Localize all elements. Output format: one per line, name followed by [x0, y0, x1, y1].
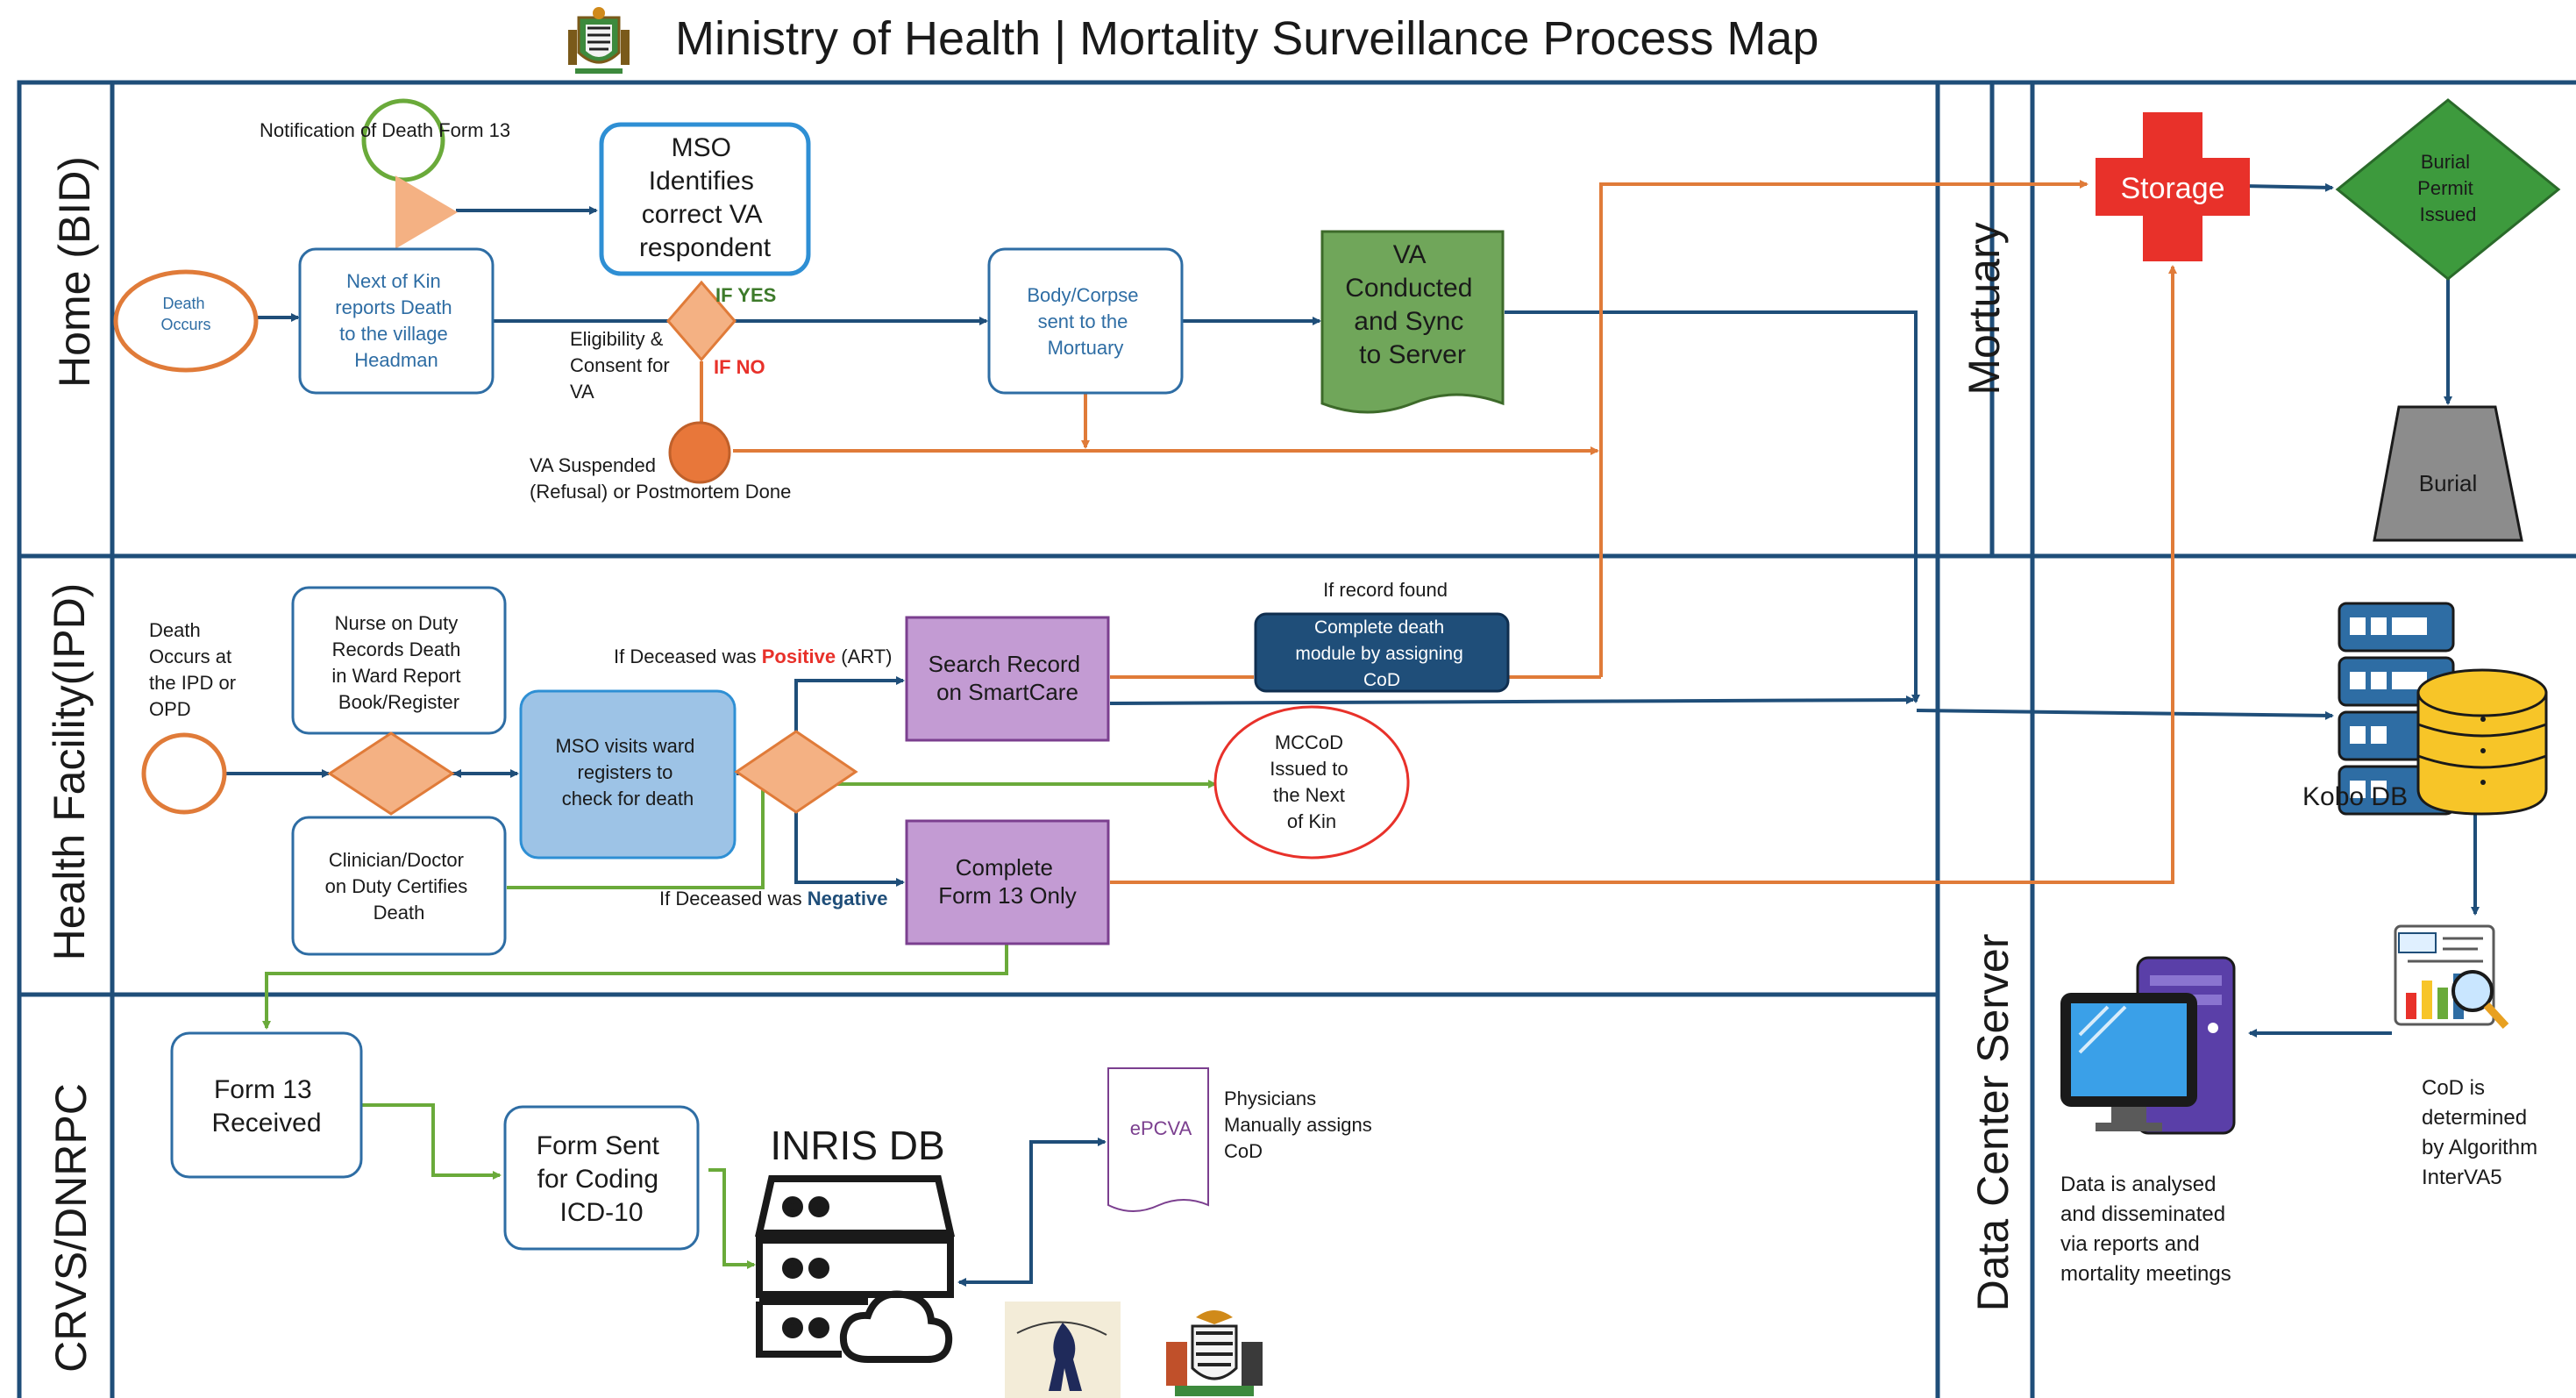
burial-label: Burial [2419, 470, 2477, 496]
nurse-box [291, 586, 507, 735]
mso-identifies-box [599, 122, 811, 276]
lane-label-home: Home (BID) [50, 156, 99, 388]
va-conducted-document [1320, 230, 1505, 414]
inris-db-label: INRIS DB [770, 1123, 944, 1168]
burial-permit-label: Burial Permit Issued [2417, 151, 2479, 225]
if-positive-label: If Deceased was Positive (ART) [614, 646, 893, 667]
va-suspended-label: VA Suspended (Refusal) or Postmortem Don… [530, 454, 791, 503]
inris-db-server-icon [754, 1175, 956, 1363]
lane-label-data-center: Data Center Server [1968, 934, 2017, 1312]
if-no-label: IF NO [714, 356, 765, 378]
if-negative-label: If Deceased was Negative [659, 888, 887, 909]
form-sent-label: Form Sent for Coding ICD-10 [537, 1131, 666, 1227]
burial-trapezoid [2373, 405, 2523, 542]
mso-visits-label: MSO visits ward registers to check for d… [555, 735, 700, 810]
body-sent-label: Body/Corpse sent to the Mortuary [1027, 284, 1143, 359]
computer-monitor-icon [2060, 956, 2236, 1135]
analytics-report-icon [2394, 924, 2509, 1030]
search-record-box [905, 616, 1110, 742]
clinician-label: Clinician/Doctor on Duty Certifies Death [325, 849, 473, 924]
form13-received-label: Form 13 Received [211, 1075, 321, 1138]
complete-module-label: Complete death module by assigning CoD [1295, 617, 1468, 690]
health-equity-logo [1005, 1302, 1121, 1398]
lane-label-crvs: CRVS/DNRPC [46, 1083, 96, 1373]
storage-label: Storage [2120, 172, 2224, 205]
facility-decision-diamond-1 [327, 731, 455, 816]
death-occurs-home-label: Death Occurs [160, 295, 210, 333]
physicians-label: Physicians Manually assigns CoD [1224, 1088, 1377, 1162]
facility-death-occurs-label: Death Occurs at the IPD or OPD [149, 619, 241, 720]
if-yes-label: IF YES [715, 284, 776, 306]
storage-red-cross [2096, 112, 2250, 261]
mso-visits-box [519, 689, 737, 859]
kobo-db-server-icon [2338, 602, 2548, 816]
va-conducted-label: VA Conducted and Sync to Server [1345, 240, 1479, 369]
mccod-label: MCCoD Issued to the Next of Kin [1270, 731, 1353, 832]
kobo-db-label: Kobo DB [2302, 782, 2408, 811]
facility-death-occurs-oval [141, 732, 227, 815]
death-occurs-home-oval [113, 269, 259, 373]
eligibility-label: Eligibility & Consent for VA [570, 328, 675, 403]
form13-received-box [170, 1031, 363, 1179]
epcva-document [1107, 1067, 1209, 1212]
eligibility-decision-diamond [666, 280, 737, 362]
mso-identifies-label: MSO Identifies correct VA respondent [639, 133, 772, 262]
if-record-found-label: If record found [1323, 579, 1448, 601]
zambia-coat-of-arms-logo [1149, 1302, 1280, 1398]
nurse-label: Nurse on Duty Records Death in Ward Repo… [331, 612, 466, 713]
next-of-kin-label: Next of Kin reports Death to the village… [335, 270, 457, 371]
complete-module-box [1254, 612, 1510, 693]
data-analysed-label: Data is analysed and disseminated via re… [2060, 1173, 2231, 1286]
facility-decision-diamond-2 [734, 730, 858, 814]
clinician-box [291, 816, 507, 956]
notification-circle [361, 98, 445, 182]
mccod-oval [1213, 705, 1410, 859]
next-of-kin-box [298, 247, 495, 395]
swimlane-grid [17, 80, 2576, 1398]
ministry-emblem-logo [568, 7, 630, 75]
form-sent-box [503, 1105, 700, 1251]
notification-triangle [395, 175, 458, 249]
page-title: Ministry of Health | Mortality Surveilla… [675, 12, 1818, 65]
va-suspended-node [668, 421, 731, 484]
cod-determined-label: CoD is determined by Algorithm InterVA5 [2422, 1076, 2544, 1189]
complete-form13-box [905, 819, 1110, 945]
lane-label-health-facility: Health Facility(IPD) [45, 583, 94, 961]
epcva-label: ePCVA [1130, 1117, 1192, 1139]
burial-permit-diamond [2335, 98, 2561, 281]
search-record-label: Search Record on SmartCare [929, 651, 1087, 705]
body-sent-box [987, 247, 1184, 395]
lane-label-mortuary: Mortuary [1960, 222, 2009, 395]
notification-label: Notification of Death Form 13 [260, 119, 510, 141]
complete-form13-label: Complete Form 13 Only [938, 854, 1077, 909]
